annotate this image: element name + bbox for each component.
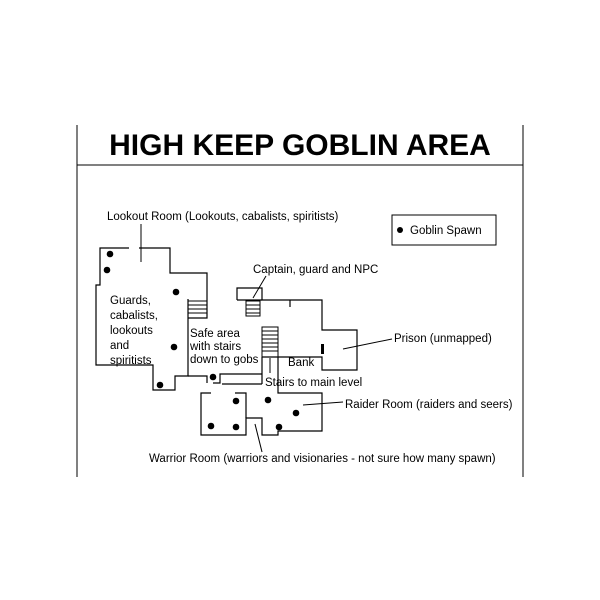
label-guards-line: and	[110, 340, 129, 352]
stairs-captain-icon	[245, 300, 261, 317]
label-prison: Prison (unmapped)	[394, 333, 492, 345]
label-safe-area: Safe area with stairs down to gobs	[189, 328, 259, 366]
label-safe-line: with stairs	[189, 341, 241, 353]
spawn-marker	[172, 288, 180, 296]
label-guards-line: Guards,	[110, 295, 151, 307]
spawn-marker	[232, 423, 240, 431]
spawn-marker	[209, 373, 217, 381]
legend-box	[391, 214, 497, 246]
label-guards-room: Guards, cabalists, lookouts and spiritis…	[110, 295, 161, 367]
legend-spawn-marker	[397, 227, 403, 233]
spawn-marker	[292, 409, 300, 417]
spawn-marker	[207, 422, 215, 430]
spawn-marker	[275, 423, 283, 431]
spawn-marker	[264, 396, 272, 404]
map-inner-walls	[222, 299, 291, 385]
legend-label: Goblin Spawn	[410, 225, 482, 237]
label-bank: Bank	[288, 357, 314, 369]
label-raider-room: Raider Room (raiders and seers)	[345, 399, 513, 411]
map-title: HIGH KEEP GOBLIN AREA	[109, 129, 491, 162]
spawn-marker	[103, 266, 111, 274]
prison-door	[321, 344, 324, 354]
label-guards-line: cabalists,	[110, 310, 158, 322]
label-warrior-room: Warrior Room (warriors and visionaries -…	[149, 453, 496, 465]
spawn-marker	[106, 250, 114, 258]
label-stairs-main-level: Stairs to main level	[265, 377, 362, 389]
label-safe-line: down to gobs	[190, 354, 259, 366]
label-guards-line: spiritists	[110, 355, 152, 367]
label-captain: Captain, guard and NPC	[253, 264, 378, 276]
spawn-markers	[103, 250, 300, 431]
leader-lines	[140, 224, 393, 453]
stairs-safe-area-icon	[187, 300, 208, 319]
label-guards-line: lookouts	[110, 325, 153, 337]
label-safe-line: Safe area	[190, 328, 240, 340]
label-lookout-room: Lookout Room (Lookouts, cabalists, spiri…	[107, 211, 339, 223]
map-walls	[95, 247, 358, 436]
spawn-marker	[232, 397, 240, 405]
spawn-marker	[156, 381, 164, 389]
spawn-marker	[170, 343, 178, 351]
stairs-main-level-icon	[261, 326, 279, 358]
